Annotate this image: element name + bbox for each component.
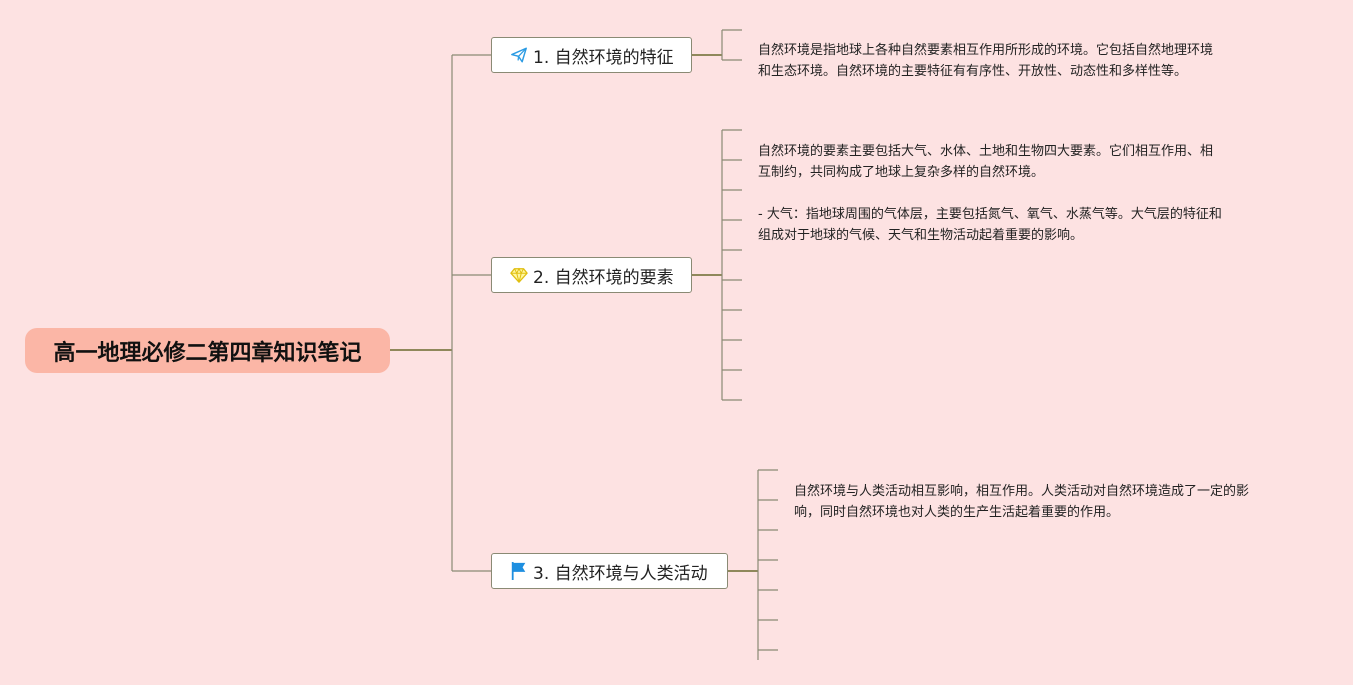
note-paragraph: 自然环境的要素主要包括大气、水体、土地和生物四大要素。它们相互作用、相 互制约，… <box>758 144 1214 180</box>
topic-3-note: 自然环境与人类活动相互影响，相互作用。人类活动对自然环境造成了一定的影 响，同时… <box>794 481 1334 523</box>
topic-2-note-ticks <box>722 129 742 401</box>
topic-2-note: 自然环境的要素主要包括大气、水体、土地和生物四大要素。它们相互作用、相 互制约，… <box>758 141 1318 246</box>
note-paragraph: 自然环境与人类活动相互影响，相互作用。人类活动对自然环境造成了一定的影 响，同时… <box>794 484 1250 520</box>
root-topic-label: 高一地理必修二第四章知识笔记 <box>53 340 362 366</box>
diamond-icon <box>509 265 529 285</box>
topic-label: 1. 自然环境的特征 <box>533 47 674 68</box>
note-paragraph: 自然环境是指地球上各种自然要素相互作用所形成的环境。它包括自然地理环境 和生态环… <box>758 43 1214 79</box>
topic-natural-environment-elements[interactable]: 2. 自然环境的要素 <box>491 257 692 293</box>
topic-1-note: 自然环境是指地球上各种自然要素相互作用所形成的环境。它包括自然地理环境 和生态环… <box>758 40 1318 82</box>
root-topic[interactable]: 高一地理必修二第四章知识笔记 <box>25 328 390 373</box>
topic-label: 3. 自然环境与人类活动 <box>533 563 708 584</box>
paper-plane-icon <box>509 45 529 65</box>
topic-natural-environment-features[interactable]: 1. 自然环境的特征 <box>491 37 692 73</box>
flag-icon <box>509 561 529 581</box>
topic-label: 2. 自然环境的要素 <box>533 267 674 288</box>
topic-3-note-ticks <box>758 469 778 651</box>
topic-natural-environment-and-human-activity[interactable]: 3. 自然环境与人类活动 <box>491 553 728 589</box>
note-paragraph: - 大气：指地球周围的气体层，主要包括氮气、氧气、水蒸气等。大气层的特征和 组成… <box>758 207 1222 243</box>
